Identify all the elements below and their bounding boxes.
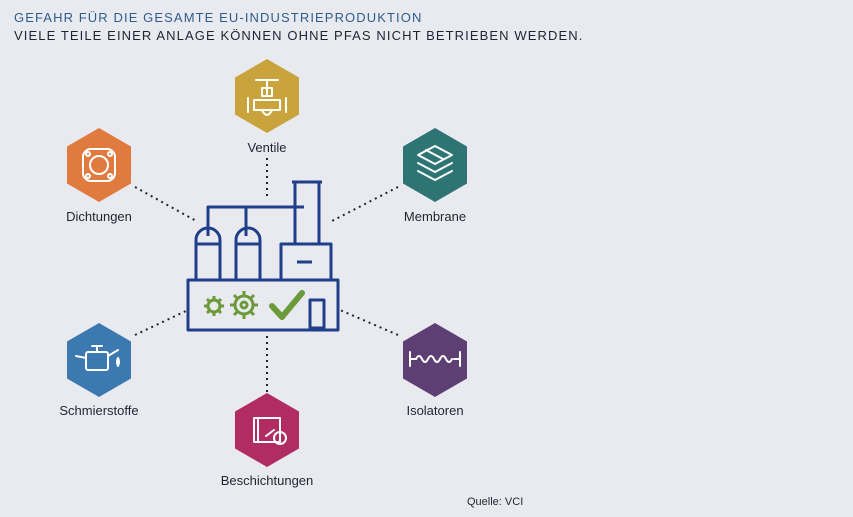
connector-isolatoren [339,309,399,336]
page-subtitle: VIELE TEILE EINER ANLAGE KÖNNEN OHNE PFA… [14,28,584,43]
factory-gears [206,290,305,320]
hexagon-dichtungen [67,128,131,202]
gasket-icon [82,148,116,182]
label-membrane: Membrane [403,209,467,224]
gear-teeth [204,291,258,319]
connector-schmierstoffe [134,309,189,336]
large-gear-icon [233,294,255,316]
membrane-layers-icon [417,145,453,181]
connectors [134,158,399,394]
source-note: Quelle: VCI [467,496,524,508]
hexagon-beschichtungen [235,393,299,467]
factory-icon [186,180,340,332]
label-schmierstoffe: Schmierstoffe [59,403,139,418]
label-beschichtungen: Beschichtungen [220,473,314,488]
page-title: GEFAHR FÜR DIE GESAMTE EU-INDUSTRIEPRODU… [14,10,423,25]
insulator-icon [409,351,461,367]
label-dichtungen: Dichtungen [66,209,132,224]
oil-can-icon [75,345,120,371]
small-gear-icon [206,298,222,314]
connector-membrane [329,186,399,223]
hexagon-schmierstoffe [67,323,131,397]
label-ventile: Ventile [247,140,287,155]
connector-dichtungen [134,186,199,223]
coating-roll-icon [253,417,287,445]
hexagon-membrane [403,128,467,202]
header: GEFAHR FÜR DIE GESAMTE EU-INDUSTRIEPRODU… [14,10,583,43]
checkmark-icon [269,290,305,320]
label-isolatoren: Isolatoren [406,403,464,418]
valve-icon [247,79,287,116]
